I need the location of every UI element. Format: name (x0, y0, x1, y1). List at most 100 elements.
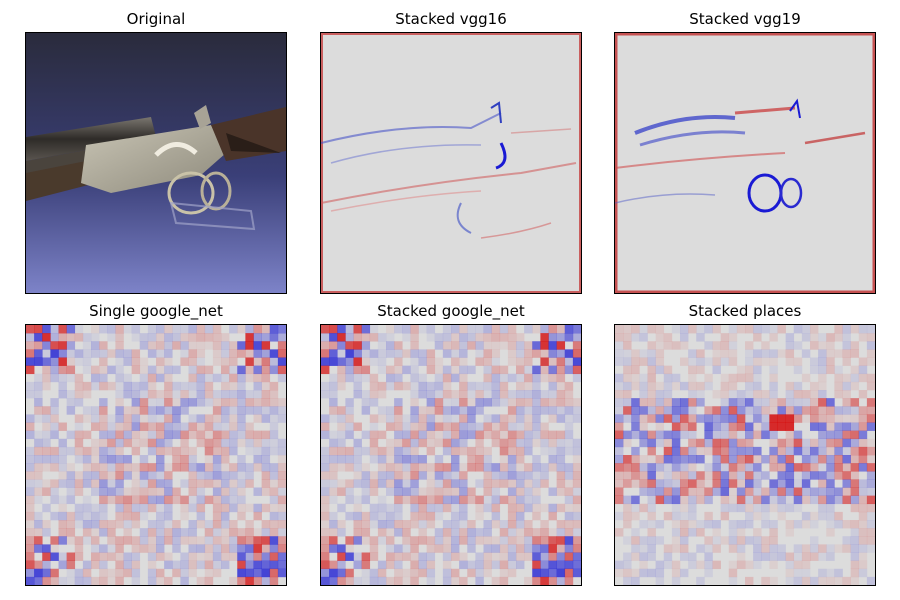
heatmap-cell (261, 333, 271, 342)
heatmap-cell (451, 438, 460, 448)
heatmap-cell (261, 398, 271, 407)
heatmap-cell (491, 438, 501, 448)
heatmap-cell (221, 341, 230, 350)
heatmap-cell (507, 511, 517, 521)
heatmap-cell (58, 390, 67, 399)
heatmap-cell (434, 414, 444, 423)
heatmap-cell (172, 455, 181, 464)
heatmap-cell (647, 414, 656, 423)
heatmap-cell (491, 349, 501, 358)
heatmap-cell (850, 520, 860, 529)
heatmap-cell (769, 487, 778, 496)
heatmap-cell (475, 406, 484, 415)
heatmap-cell (115, 576, 124, 585)
heatmap-cell (50, 568, 59, 578)
heatmap-cell (164, 495, 173, 505)
heatmap-cell (556, 349, 566, 358)
heatmap-cell (753, 357, 762, 366)
heatmap-cell (156, 406, 165, 415)
heatmap-cell (615, 325, 624, 334)
heatmap-cell (866, 381, 875, 391)
heatmap-cell (156, 487, 165, 496)
heatmap-cell (680, 341, 689, 350)
heatmap-cell (720, 446, 730, 456)
heatmap-cell (156, 357, 165, 366)
heatmap-cell (204, 471, 214, 480)
heatmap-cell (253, 487, 262, 496)
heatmap-cell (491, 325, 501, 334)
heatmap-cell (467, 406, 476, 415)
heatmap-cell (866, 333, 875, 342)
heatmap-cell (564, 487, 574, 496)
heatmap-cell (793, 471, 803, 480)
heatmap-cell (353, 333, 362, 342)
heatmap-cell (321, 446, 330, 456)
heatmap-cell (516, 511, 525, 521)
heatmap-cell (402, 333, 411, 342)
heatmap-cell (410, 560, 419, 570)
heatmap-cell (131, 576, 141, 585)
heatmap-cell (91, 552, 100, 561)
heatmap-cell (361, 479, 371, 488)
heatmap-cell (337, 406, 346, 415)
heatmap-cell (188, 333, 197, 342)
heatmap-cell (410, 438, 419, 448)
heatmap-cell (99, 381, 108, 391)
heatmap-cell (418, 325, 427, 334)
heatmap-cell (532, 463, 541, 472)
heatmap-cell (524, 357, 533, 366)
heatmap-cell (548, 333, 557, 342)
heatmap-cell (720, 438, 730, 448)
heatmap-cell (115, 560, 124, 570)
heatmap-cell (99, 495, 108, 505)
heatmap-cell (704, 373, 713, 383)
heatmap-cell (785, 357, 795, 366)
heatmap-cell (353, 576, 362, 585)
heatmap-cell (369, 325, 379, 334)
heatmap-cell (369, 471, 379, 480)
heatmap-stacked-places (615, 325, 875, 585)
heatmap-cell (345, 463, 354, 472)
heatmap-cell (131, 568, 141, 578)
heatmap-cell (720, 398, 730, 407)
heatmap-cell (745, 381, 754, 391)
heatmap-cell (394, 576, 403, 585)
heatmap-cell (426, 576, 436, 585)
heatmap-cell (418, 414, 427, 423)
heatmap-cell (337, 487, 346, 496)
heatmap-cell (66, 446, 76, 456)
heatmap-cell (793, 381, 803, 391)
heatmap-cell (34, 349, 43, 358)
heatmap-cell (42, 552, 51, 561)
heatmap-cell (499, 495, 509, 505)
heatmap-cell (42, 568, 51, 578)
heatmap-cell (793, 544, 803, 553)
heatmap-cell (82, 381, 92, 391)
heatmap-cell (451, 495, 460, 505)
heatmap-cell (507, 544, 517, 553)
heatmap-cell (647, 430, 656, 440)
heatmap-cell (834, 544, 843, 553)
heatmap-cell (269, 495, 279, 505)
heatmap-cell (26, 576, 35, 585)
heatmap-cell (720, 333, 730, 342)
heatmap-cell (801, 544, 811, 553)
heatmap-cell (91, 455, 100, 464)
heatmap-cell (212, 446, 222, 456)
heatmap-cell (483, 398, 492, 407)
heatmap-cell (34, 406, 43, 415)
heatmap-cell (261, 544, 271, 553)
heatmap-cell (418, 520, 427, 529)
heatmap-cell (688, 511, 697, 521)
heatmap-cell (483, 536, 492, 545)
heatmap-cell (769, 503, 778, 513)
heatmap-cell (655, 576, 665, 585)
heatmap-cell (451, 463, 460, 472)
heatmap-cell (402, 576, 411, 585)
heatmap-cell (91, 479, 100, 488)
heatmap-cell (377, 568, 387, 578)
heatmap-cell (442, 430, 452, 440)
heatmap-cell (131, 438, 141, 448)
heatmap-cell (483, 422, 492, 431)
heatmap-cell (164, 341, 173, 350)
